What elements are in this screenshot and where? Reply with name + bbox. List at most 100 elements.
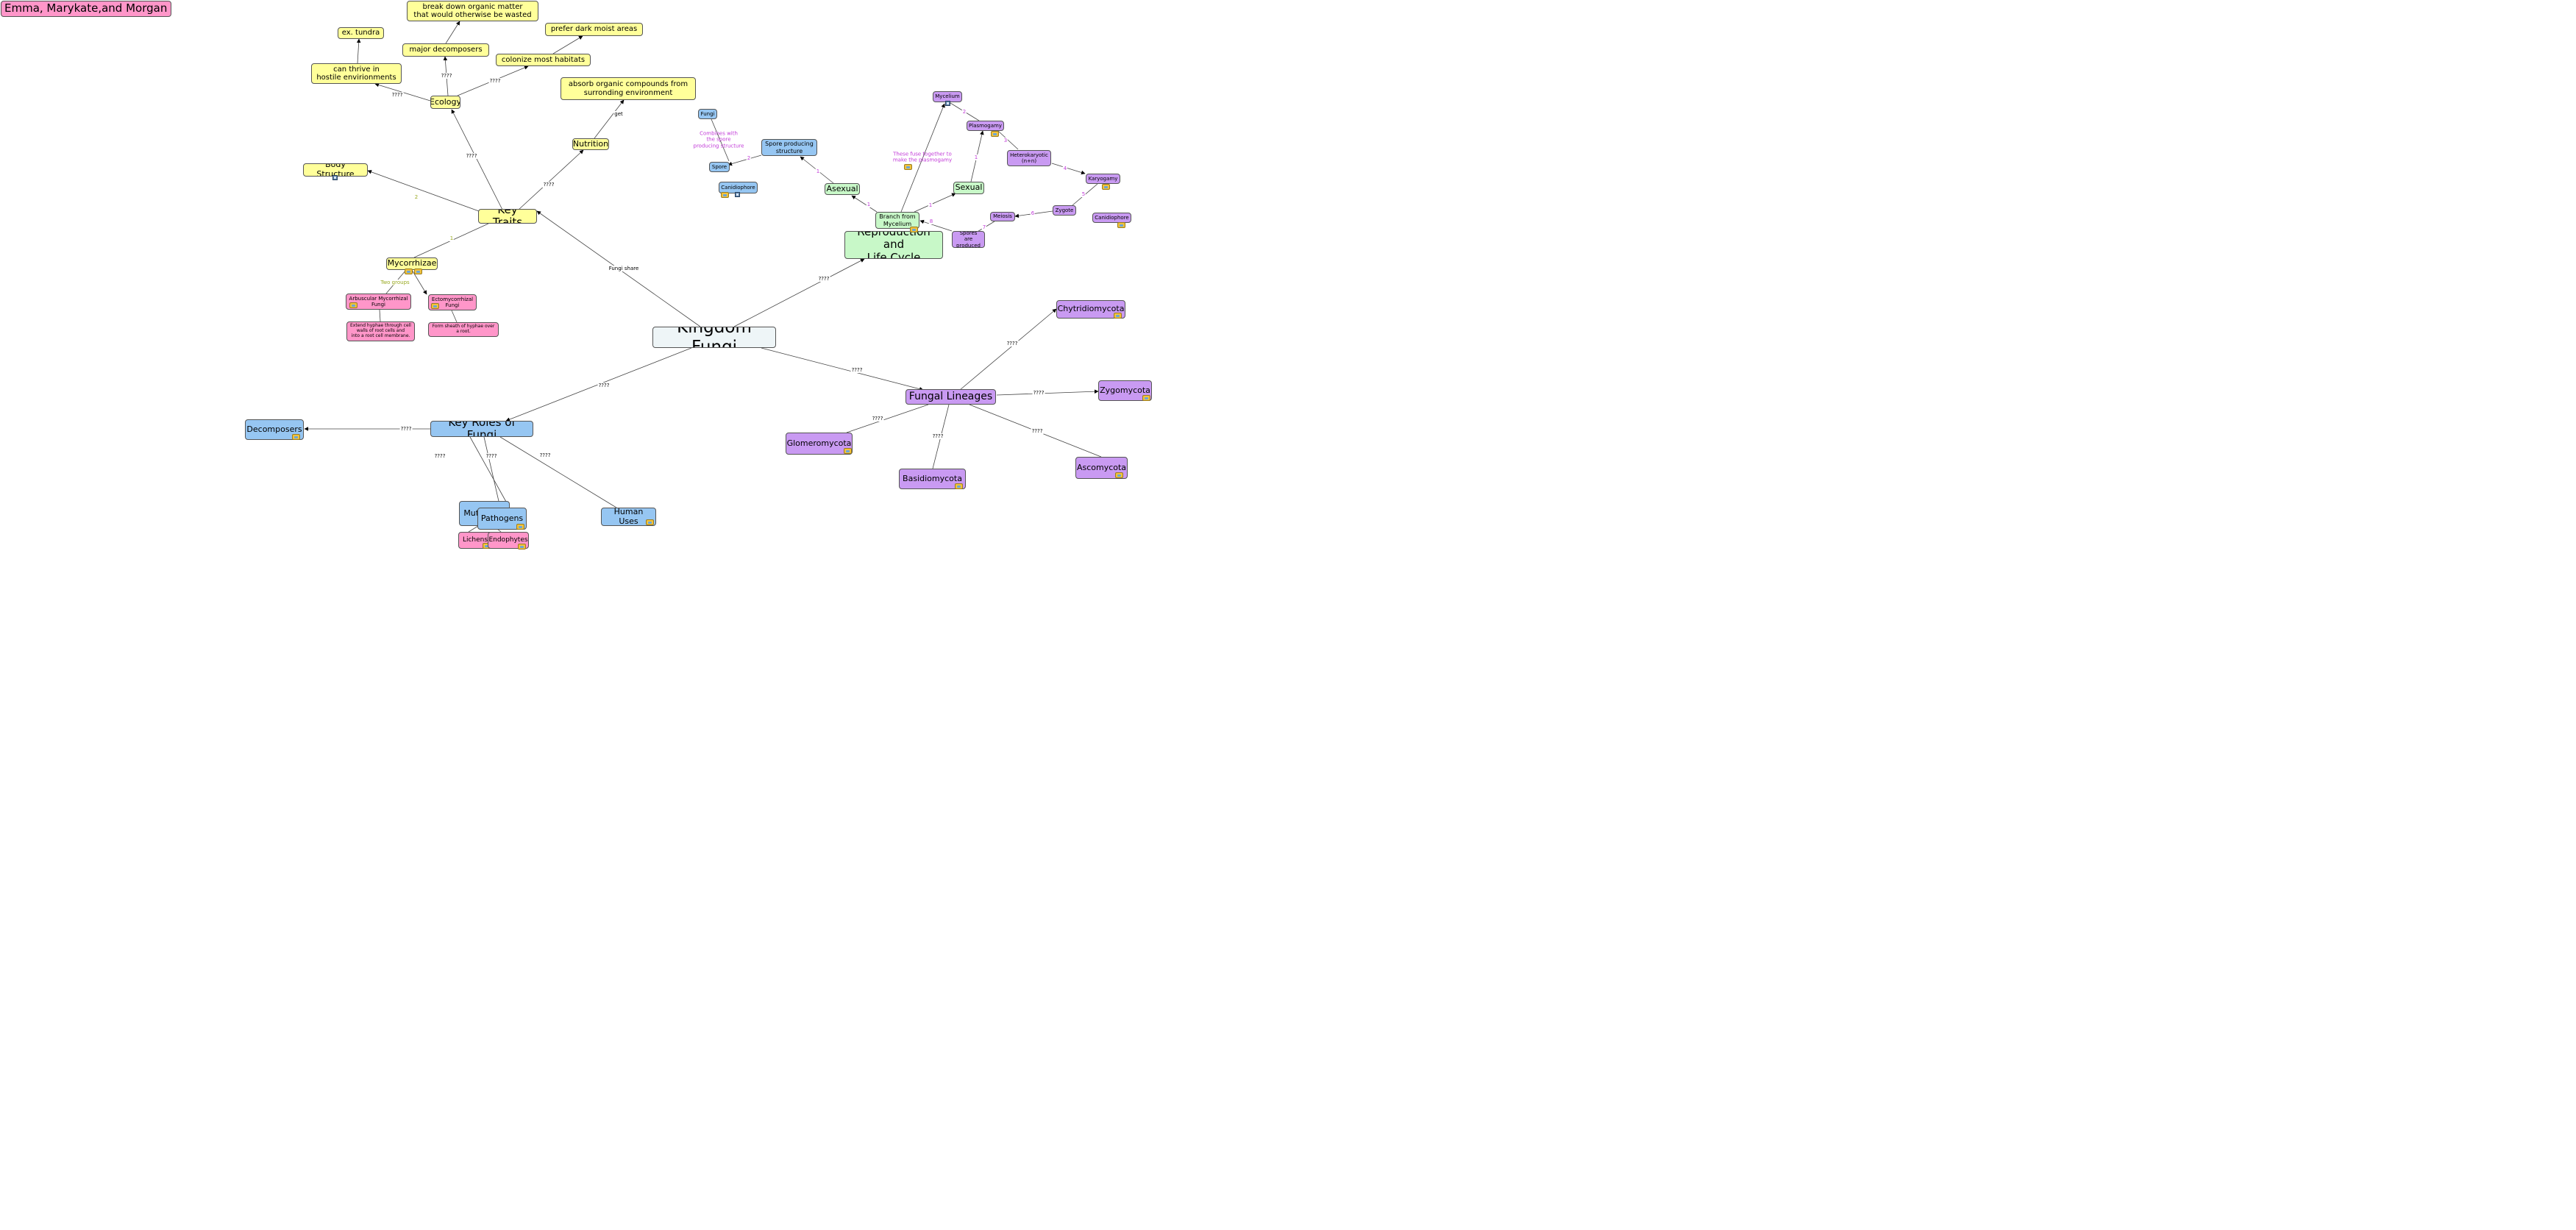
edge-roles-pathogens <box>483 436 501 508</box>
resource-icon[interactable] <box>518 544 526 550</box>
resource-icon[interactable] <box>844 448 852 454</box>
edge-label-get: get <box>613 111 624 117</box>
branch-mycelium-node[interactable]: Branch from Mycelium <box>875 212 919 229</box>
resource-icon[interactable] <box>405 269 413 274</box>
edge-label-number: 3 <box>1003 138 1008 143</box>
mycorrhizae-node[interactable]: Mycorrhizae <box>386 257 438 270</box>
edge-label-unknown: ???? <box>538 452 552 458</box>
edge-label-fuse: These fuse together to make the plasmoga… <box>892 151 953 163</box>
resource-icon[interactable] <box>292 434 300 440</box>
heterokaryotic-node[interactable]: Heterokaryotic (n+n) <box>1007 150 1051 166</box>
canidiophore-right-node[interactable]: Canidiophore <box>1092 213 1131 223</box>
zygote-node[interactable]: Zygote <box>1053 205 1076 216</box>
edge-label-unknown: ???? <box>1006 341 1019 346</box>
edge-label-unknown: ???? <box>485 453 498 459</box>
resource-icon[interactable] <box>516 524 524 530</box>
karyogamy-node[interactable]: Karyogamy <box>1086 174 1120 184</box>
resource-icon[interactable] <box>431 303 439 309</box>
edge-label-number: 5 <box>1081 191 1086 197</box>
resource-icon[interactable] <box>1117 222 1125 228</box>
ectomycorrhizal-node[interactable]: Ectomycorrhizal Fungi <box>428 294 477 310</box>
edge-fungi-spore <box>711 118 730 162</box>
ascomycota-node[interactable]: Ascomycota <box>1075 457 1128 479</box>
edge-colonize-dark <box>552 35 583 54</box>
edge-hetero-karyogamy <box>1051 163 1086 175</box>
resource-icon[interactable] <box>955 483 963 489</box>
plasmogamy-node[interactable]: Plasmogamy <box>967 121 1004 131</box>
spore-structure-node[interactable]: Spore producing structure <box>761 139 817 156</box>
key-traits-node[interactable]: Key Traits <box>478 209 537 224</box>
edge-keytraits-body <box>367 170 480 212</box>
resource-icon[interactable] <box>721 192 729 198</box>
sexual-node[interactable]: Sexual <box>953 182 984 194</box>
tundra-node[interactable]: ex. tundra <box>338 27 384 39</box>
edge-label-unknown: ???? <box>597 383 611 388</box>
edge-label-unknown: ???? <box>871 416 884 422</box>
meiosis-node[interactable]: Meiosis <box>990 212 1015 221</box>
connection-lines <box>304 21 1102 533</box>
resource-icon[interactable] <box>1115 472 1123 478</box>
edge-label-number: 1 <box>928 202 933 208</box>
edge-plasmogamy-hetero <box>997 130 1019 150</box>
fungi-small-node[interactable]: Fungi <box>698 109 717 119</box>
edge-label-unknown: ???? <box>399 426 413 432</box>
edge-lineages-glomero <box>846 404 929 433</box>
nutrition-node[interactable]: Nutrition <box>572 138 609 150</box>
resource-icon[interactable] <box>646 519 654 525</box>
ecology-node[interactable]: Ecology <box>430 96 460 109</box>
kingdom-fungi-node[interactable]: Kingdom Fungi <box>652 327 776 348</box>
dark-moist-node[interactable]: prefer dark moist areas <box>545 23 643 36</box>
pathogens-node[interactable]: Pathogens <box>477 508 527 530</box>
spores-produced-node[interactable]: Spores are produced <box>952 231 985 248</box>
asexual-node[interactable]: Asexual <box>825 183 860 195</box>
resource-icon[interactable] <box>991 131 999 137</box>
title-label[interactable]: Emma, Marykate,and Morgan <box>1 1 171 17</box>
edge-label-number: 2 <box>961 109 967 115</box>
extend-hyphae-node[interactable]: Extend hyphae through cell walls of root… <box>346 321 415 341</box>
edge-label-number: 7 <box>981 224 987 230</box>
resource-icon[interactable] <box>414 269 422 274</box>
fungal-lineages-node[interactable]: Fungal Lineages <box>905 389 996 405</box>
resource-icon[interactable] <box>1102 184 1110 190</box>
edge-label-number: 1 <box>866 202 872 207</box>
resource-icon[interactable] <box>910 227 918 232</box>
edge-label-unknown: ???? <box>440 73 453 79</box>
arbuscular-node[interactable]: Arbuscular Mycorrhizal Fungi <box>346 294 411 310</box>
edge-label-unknown: ???? <box>391 92 404 98</box>
image-icon[interactable] <box>945 101 950 106</box>
image-icon[interactable] <box>735 192 740 197</box>
edge-spores-branch <box>919 219 953 232</box>
reproduction-node[interactable]: Reproduction and Life Cycle <box>844 231 943 259</box>
major-decomposers-node[interactable]: major decomposers <box>402 43 489 57</box>
break-down-node[interactable]: break down organic matter that would oth… <box>407 1 538 21</box>
resource-icon[interactable] <box>1114 313 1122 319</box>
edge-major-breakdown <box>445 21 460 44</box>
zygomycota-node[interactable]: Zygomycota <box>1098 380 1152 401</box>
edge-label-two-groups: Two groups <box>380 280 410 285</box>
edge-structure-spore <box>727 154 762 166</box>
edge-label-unknown: ???? <box>542 182 555 188</box>
edge-label-number: 6 <box>1030 210 1036 216</box>
edge-label-unknown: ???? <box>931 433 944 439</box>
edge-branch-mycelium <box>900 103 945 213</box>
resource-icon[interactable] <box>1142 395 1150 401</box>
colonize-node[interactable]: colonize most habitats <box>496 54 591 66</box>
absorb-node[interactable]: absorb organic compounds from surronding… <box>561 77 696 100</box>
edge-label-unknown: ???? <box>465 153 478 159</box>
edge-branch-asexual <box>851 195 878 213</box>
key-roles-node[interactable]: Key Roles of Fungi <box>430 421 533 437</box>
resource-icon[interactable] <box>904 164 912 170</box>
image-icon[interactable] <box>332 175 338 180</box>
chytridiomycota-node[interactable]: Chytridiomycota <box>1056 300 1125 319</box>
resource-icon[interactable] <box>349 302 357 308</box>
edge-thrive-tundra <box>356 38 361 64</box>
edge-nutrition-absorb <box>594 99 625 139</box>
spore-node[interactable]: Spore <box>709 162 730 172</box>
edge-label-unknown: ???? <box>1032 390 1045 396</box>
edge-label-number: 4 <box>1062 166 1068 171</box>
basidiomycota-node[interactable]: Basidiomycota <box>899 469 966 489</box>
sheath-node[interactable]: Form sheath of hyphae over a root. <box>428 322 499 337</box>
thrive-node[interactable]: can thrive in hostile envirionments <box>311 63 402 84</box>
glomeromycota-node[interactable]: Glomeromycota <box>786 433 853 455</box>
edge-label-fungi-share: Fungi share <box>608 266 640 271</box>
